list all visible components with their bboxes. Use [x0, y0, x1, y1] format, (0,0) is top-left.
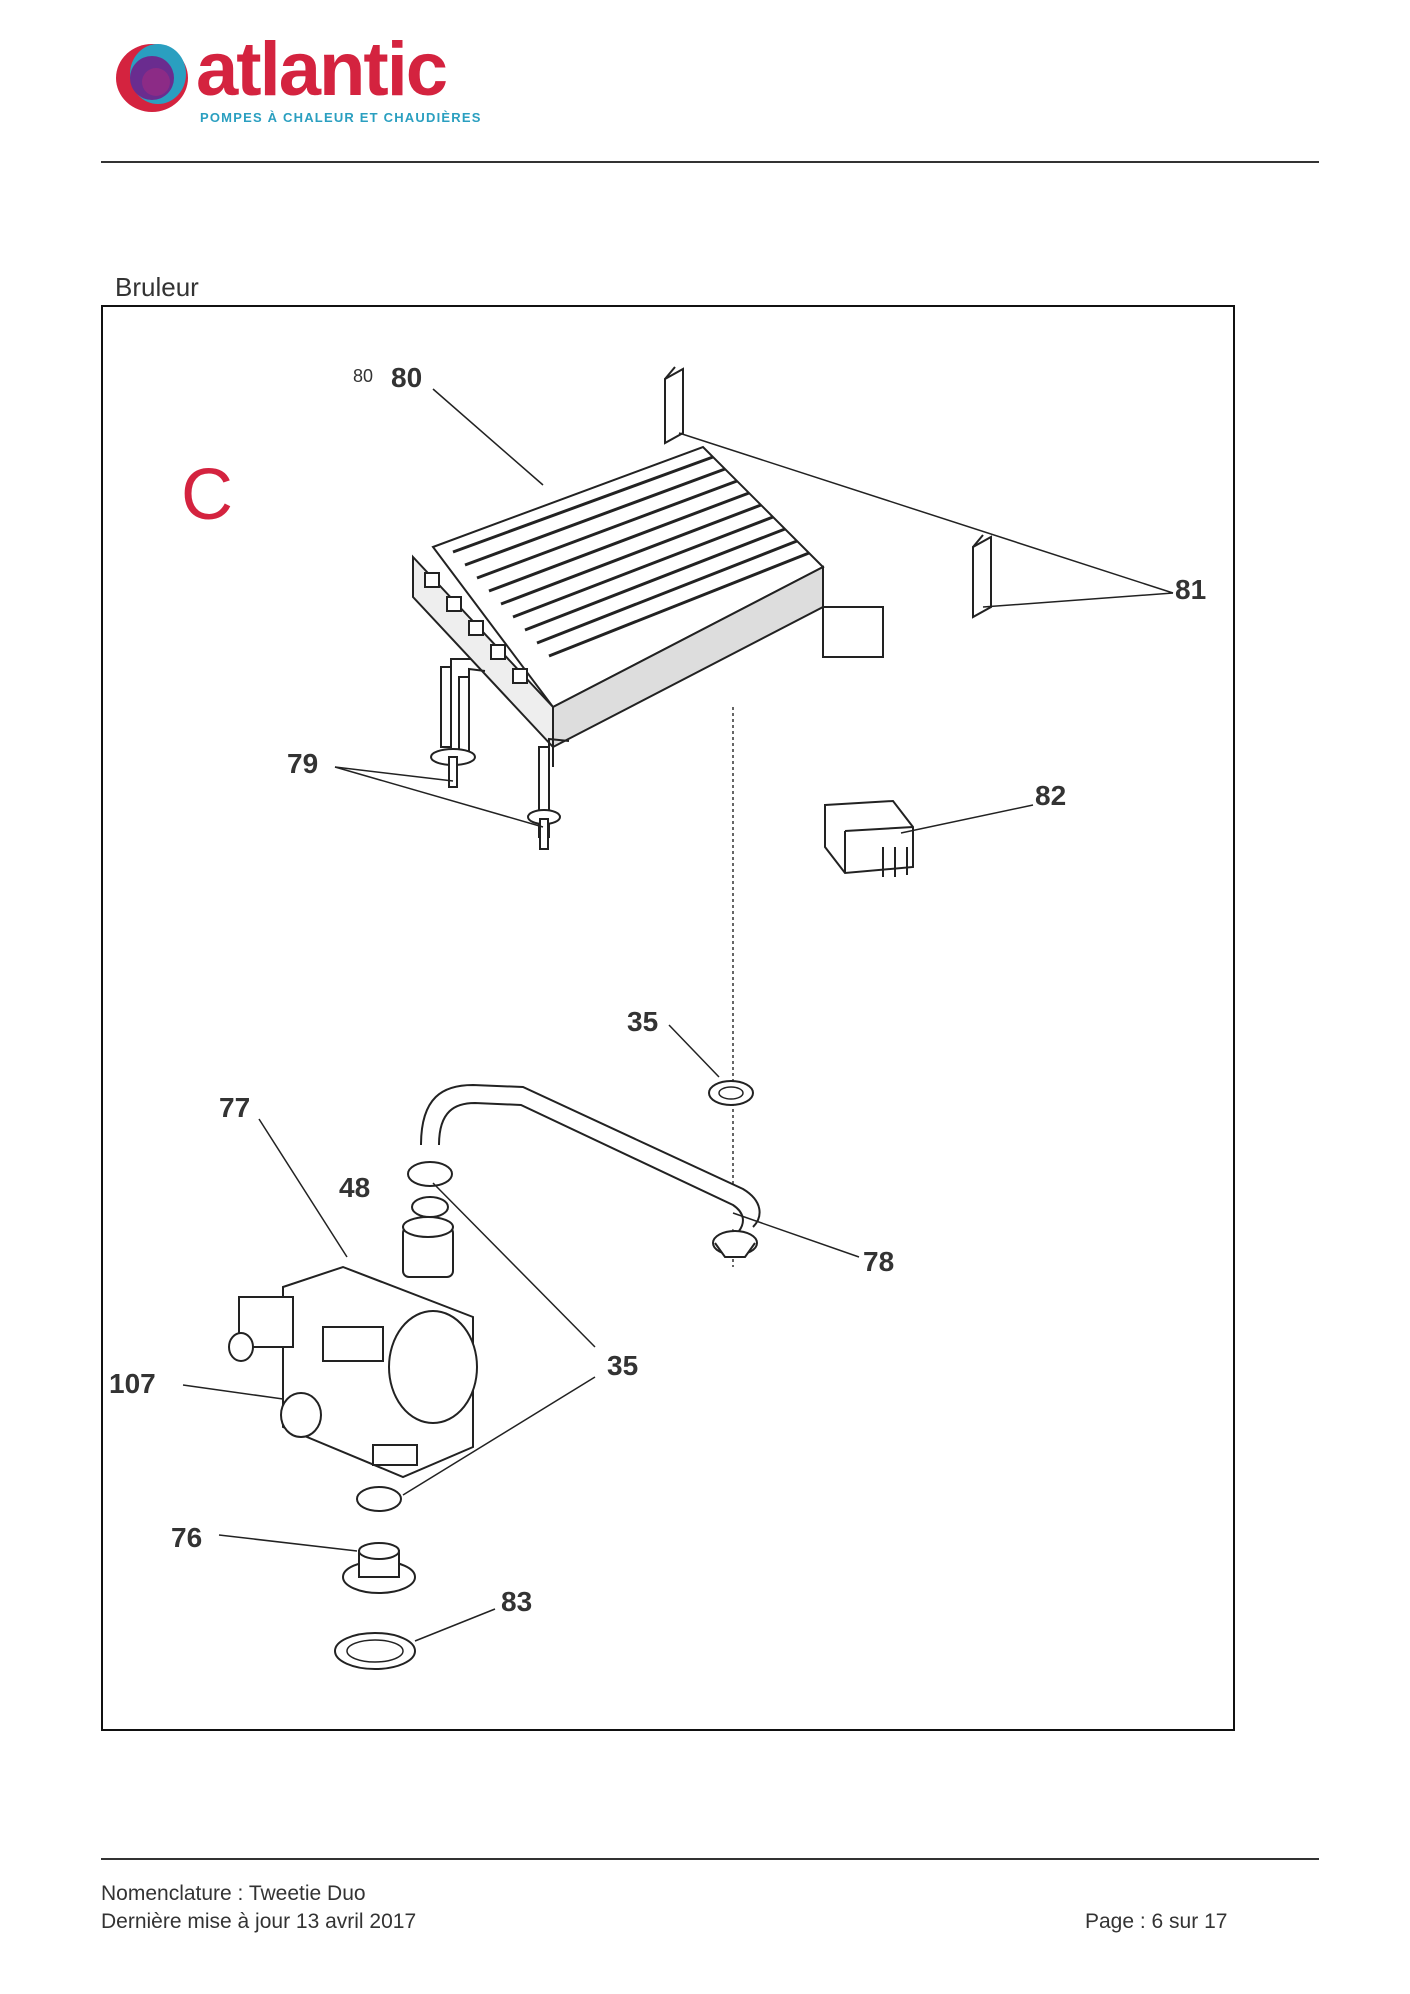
gas-valve-drawing — [228, 1216, 478, 1479]
bracket-lower-drawing — [972, 534, 992, 619]
part-ref-79: 79 — [287, 748, 318, 779]
part-ref-35-lower: 35 — [607, 1350, 638, 1381]
gas-pipe-drawing — [420, 1083, 761, 1258]
brand-name: atlantic — [196, 27, 448, 112]
section-letter: C — [181, 455, 233, 535]
part-ref-80: 80 — [391, 362, 422, 393]
parts-diagram-frame: C — [101, 305, 1235, 1731]
page-number: Page : 6 sur 17 — [1085, 1910, 1228, 1933]
footer-last-update: Dernière mise à jour 13 avril 2017 — [101, 1910, 417, 1933]
part-ref-107: 107 — [109, 1368, 156, 1399]
seal-48-ring — [407, 1161, 453, 1187]
part-ref-76: 76 — [171, 1522, 202, 1553]
parts-diagram: C — [109, 362, 1206, 1670]
electrodes-drawing — [430, 658, 570, 850]
burner-drawing — [412, 445, 884, 767]
seal-83-inner — [346, 1639, 404, 1663]
fitting-drawing — [342, 1542, 416, 1594]
logo-mark-icon — [116, 44, 188, 112]
part-ref-35-upper: 35 — [627, 1006, 658, 1037]
ignition-module-drawing — [824, 799, 914, 877]
footer-divider — [101, 1858, 1319, 1860]
seal-48-drawing — [411, 1196, 449, 1218]
part-ref-77: 77 — [219, 1092, 250, 1123]
part-ref-82: 82 — [1035, 780, 1066, 811]
part-ref-80-small: 80 — [353, 366, 373, 386]
atlantic-logo: atlantic POMPES À CHALEUR ET CHAUDIÈRES — [112, 27, 492, 128]
leader-lines — [182, 388, 1174, 1642]
header-divider — [101, 161, 1319, 163]
part-ref-78: 78 — [863, 1246, 894, 1277]
brand-tagline: POMPES À CHALEUR ET CHAUDIÈRES — [200, 110, 482, 125]
seal-lower-drawing — [356, 1486, 402, 1512]
section-title: Bruleur — [115, 272, 199, 302]
seal-upper-inner — [718, 1086, 744, 1100]
footer-nomenclature: Nomenclature : Tweetie Duo — [101, 1882, 366, 1905]
bracket-upper-drawing — [664, 366, 684, 445]
part-ref-48: 48 — [339, 1172, 370, 1203]
part-ref-83: 83 — [501, 1586, 532, 1617]
part-ref-81: 81 — [1175, 574, 1206, 605]
